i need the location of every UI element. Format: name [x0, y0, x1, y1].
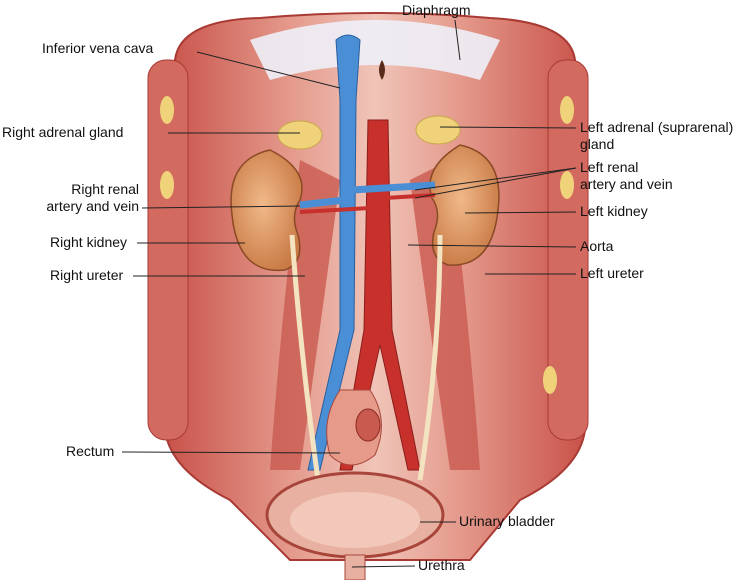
label-right-renal-vessels: Right renal artery and vein	[46, 181, 139, 215]
urethra-shape	[344, 554, 366, 580]
left-ureter-shape	[417, 234, 443, 481]
label-inferior-vena-cava: Inferior vena cava	[42, 40, 154, 56]
label-right-kidney: Right kidney	[50, 234, 128, 250]
right-ureter-shape	[289, 234, 321, 481]
label-left-adrenal-line1: Left adrenal (suprarenal)	[580, 119, 734, 135]
label-left-kidney: Left kidney	[580, 203, 648, 219]
label-diaphragm: Diaphragm	[402, 2, 471, 18]
label-left-adrenal-line2: gland	[580, 136, 615, 152]
left-adrenal-shape	[415, 115, 461, 145]
label-urinary-bladder: Urinary bladder	[459, 513, 555, 529]
right-side-muscle	[547, 59, 589, 441]
label-left-renal-vessels: Left renal artery and vein	[580, 159, 673, 193]
label-right-renal-line1: Right renal	[71, 181, 139, 197]
label-right-ureter: Right ureter	[50, 267, 124, 283]
left-side-muscle	[147, 59, 189, 441]
label-urethra: Urethra	[418, 557, 465, 573]
right-adrenal-shape	[277, 120, 323, 150]
label-left-adrenal-gland: Left adrenal (suprarenal) gland	[580, 119, 733, 153]
label-left-renal-line2: artery and vein	[580, 176, 673, 192]
label-right-adrenal-gland: Right adrenal gland	[2, 124, 124, 140]
label-right-renal-line2: artery and vein	[46, 198, 139, 214]
diaphragm-shape	[250, 20, 500, 80]
label-left-renal-line1: Left renal	[580, 159, 639, 175]
label-aorta: Aorta	[580, 238, 614, 254]
label-rectum: Rectum	[66, 443, 115, 459]
label-left-ureter: Left ureter	[580, 265, 644, 281]
leader-lines	[121, 19, 577, 568]
